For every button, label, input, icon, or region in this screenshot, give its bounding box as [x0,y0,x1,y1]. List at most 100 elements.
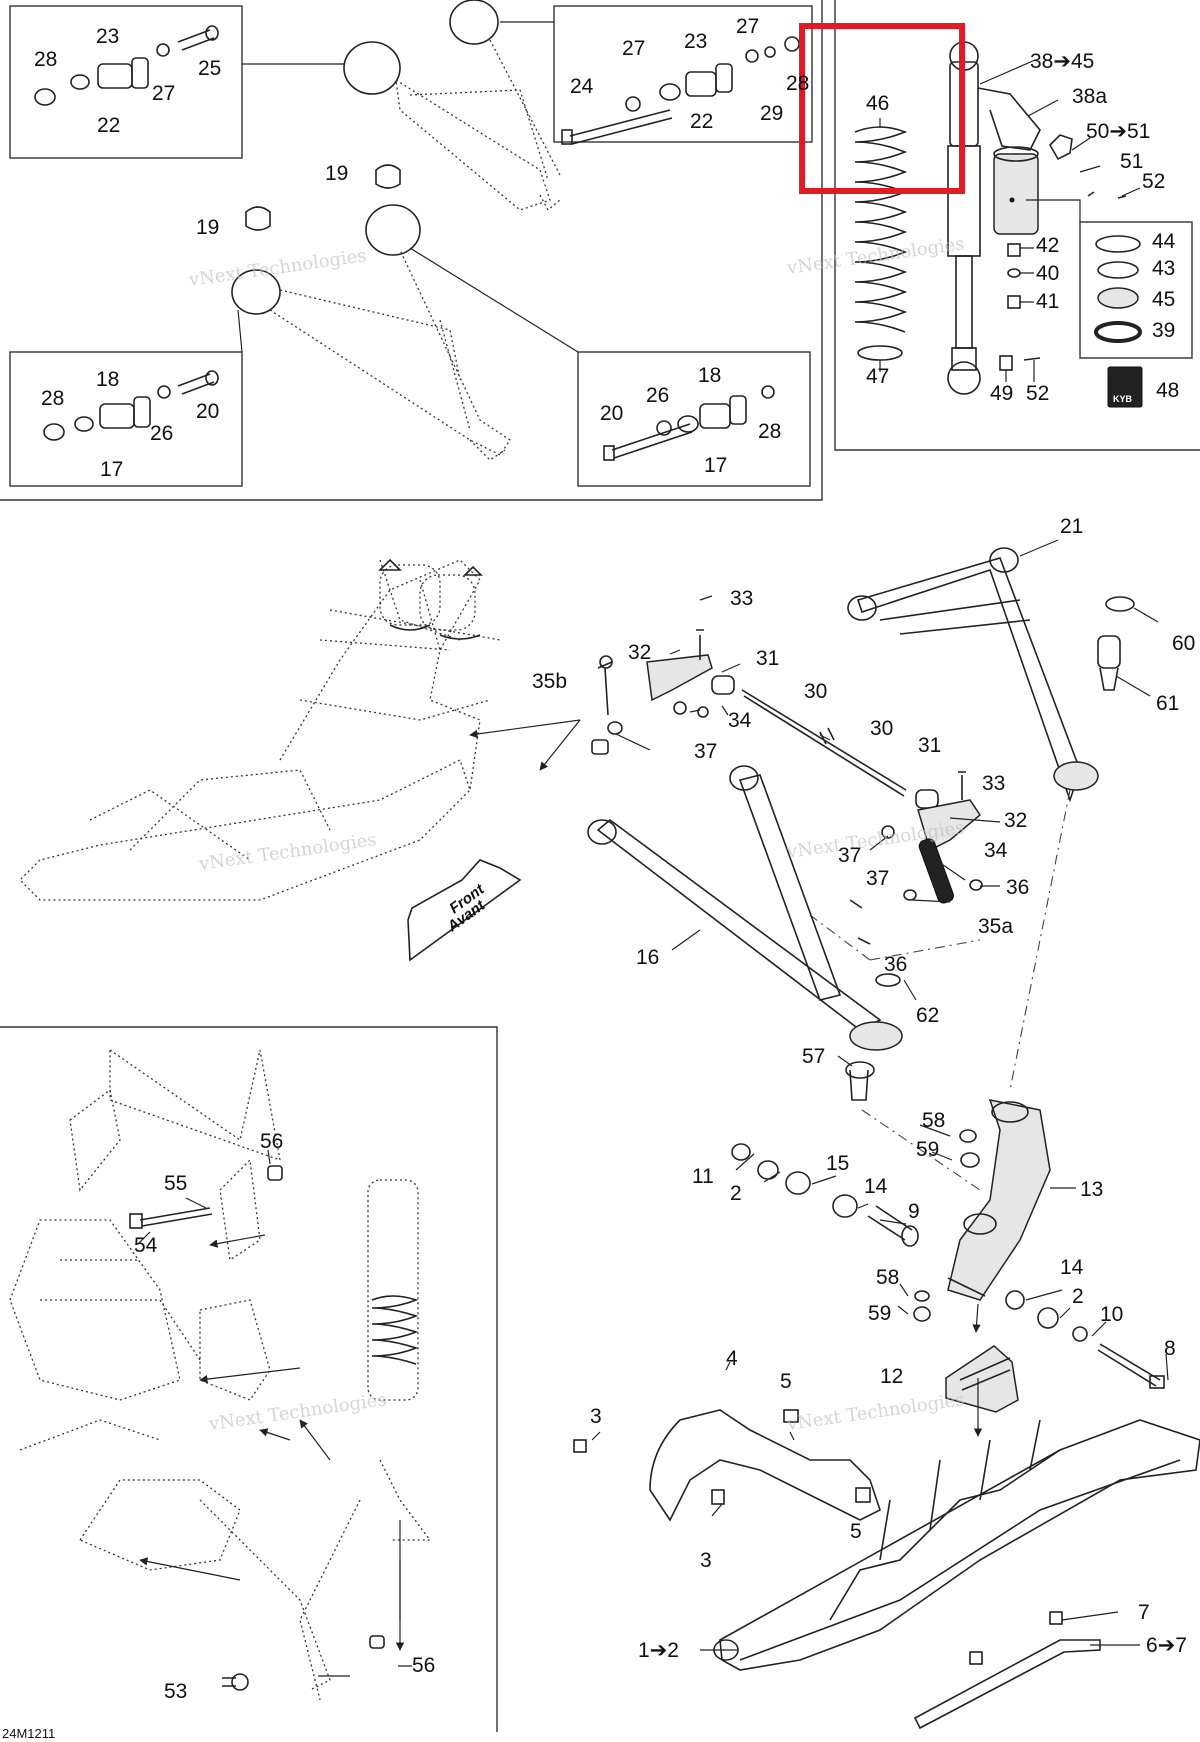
callout-20: 20 [196,400,219,423]
callout-46: 46 [866,92,889,115]
callout-33: 33 [982,772,1005,795]
shock-leaders [879,59,1141,382]
frame-detail-dotted [9,1048,432,1701]
callout-35a: 35a [978,915,1013,938]
callout-58: 58 [922,1109,945,1132]
callout-26: 26 [646,384,669,407]
callout-17: 17 [704,454,727,477]
watermark: vNext Technologies [187,245,368,291]
callout-22: 22 [97,114,120,137]
callout-27: 27 [152,82,175,105]
callout-36: 36 [884,953,907,976]
upper-a-arm-dotted [242,0,561,212]
callout-14: 14 [1060,1256,1084,1279]
callout-20: 20 [600,402,623,425]
sway-bar-assembly [591,595,1001,961]
spindle-hardware [731,1124,1169,1389]
seal-kit-box [1079,221,1193,359]
callout-61: 61 [1156,692,1179,715]
callout-55: 55 [164,1172,187,1195]
callout-52: 52 [1026,382,1049,405]
callout-12: 12 [880,1365,903,1388]
lower-a-arm-dotted [231,164,579,461]
callout-31: 31 [918,734,941,757]
callout-18: 18 [96,368,119,391]
watermark: vNext Technologies [197,829,378,875]
watermarks: vNext Technologies vNext Technologies vN… [187,233,966,1435]
callout-35b: 35b [532,670,567,693]
callout-19: 19 [196,216,219,239]
callout-54: 54 [134,1234,158,1257]
callout-5: 5 [780,1370,792,1393]
callout-3: 3 [700,1549,712,1572]
kyb-logo: KYB [1113,394,1133,404]
callout-43: 43 [1152,257,1175,280]
callouts: 28 23 27 25 22 27 23 27 24 28 29 22 19 1… [2,15,1195,1741]
callout-37: 37 [838,844,861,867]
highlight-box-46 [799,23,965,194]
callout-56: 56 [260,1130,283,1153]
callout-34: 34 [728,709,752,732]
callout-34: 34 [984,839,1008,862]
callout-2: 2 [730,1182,742,1205]
upper-a-arm-21 [847,539,1159,803]
drawing-code: 24M1211 [2,1726,55,1741]
hardware-box-upper-middle [553,5,813,145]
callout-28: 28 [786,72,809,95]
callout-47: 47 [866,365,889,388]
top-left-detail-frame [0,0,823,501]
callout-23: 23 [96,25,119,48]
callout-49: 49 [990,382,1013,405]
callout-9: 9 [908,1200,920,1223]
hardware-box-lower-middle [577,351,811,487]
bottom-left-detail-frame [0,1026,498,1732]
callout-42: 42 [1036,234,1059,257]
callout-17: 17 [100,458,123,481]
lower-a-arm-16 [587,765,1071,1191]
callout-58: 58 [876,1266,899,1289]
callout-8: 8 [1164,1337,1176,1360]
callout-41: 41 [1036,290,1059,313]
callout-36: 36 [1006,876,1029,899]
callout-53: 53 [164,1680,187,1703]
callout-28: 28 [41,387,64,410]
watermark: vNext Technologies [207,1389,388,1435]
callout-48: 48 [1156,379,1179,402]
callout-33: 33 [730,587,753,610]
callout-50-51: 50➔51 [1086,120,1150,143]
callout-51: 51 [1120,150,1143,173]
callout-27: 27 [622,37,645,60]
callout-10: 10 [1100,1303,1123,1326]
callout-2: 2 [1072,1285,1084,1308]
callout-32: 32 [628,641,651,664]
hardware-box-lower-left [9,351,243,487]
callout-7: 7 [1138,1601,1150,1624]
callout-40: 40 [1036,262,1059,285]
callout-62: 62 [916,1004,939,1027]
callout-39: 39 [1152,319,1175,342]
callout-27: 27 [736,15,759,38]
callout-59: 59 [868,1302,891,1325]
callout-37: 37 [866,867,889,890]
callout-4: 4 [726,1347,738,1370]
callout-57: 57 [802,1045,825,1068]
callout-31: 31 [756,647,779,670]
hardware-box-upper-left [9,5,243,159]
callout-56: 56 [412,1654,435,1677]
callout-23: 23 [684,30,707,53]
callout-19: 19 [325,162,348,185]
leader-arrows-chassis [469,719,581,771]
callout-6-7: 6➔7 [1146,1634,1187,1657]
callout-29: 29 [760,102,783,125]
callout-26: 26 [150,422,173,445]
callout-45: 45 [1152,288,1175,311]
callout-52: 52 [1142,170,1165,193]
kyb-decal: KYB [1107,366,1143,408]
chassis-overview-dotted [19,558,501,901]
shock-detail-frame [834,0,1200,451]
callout-25: 25 [198,57,221,80]
ski-wear-parts [573,1303,1200,1730]
callout-5: 5 [850,1520,862,1543]
callout-24: 24 [570,75,594,98]
